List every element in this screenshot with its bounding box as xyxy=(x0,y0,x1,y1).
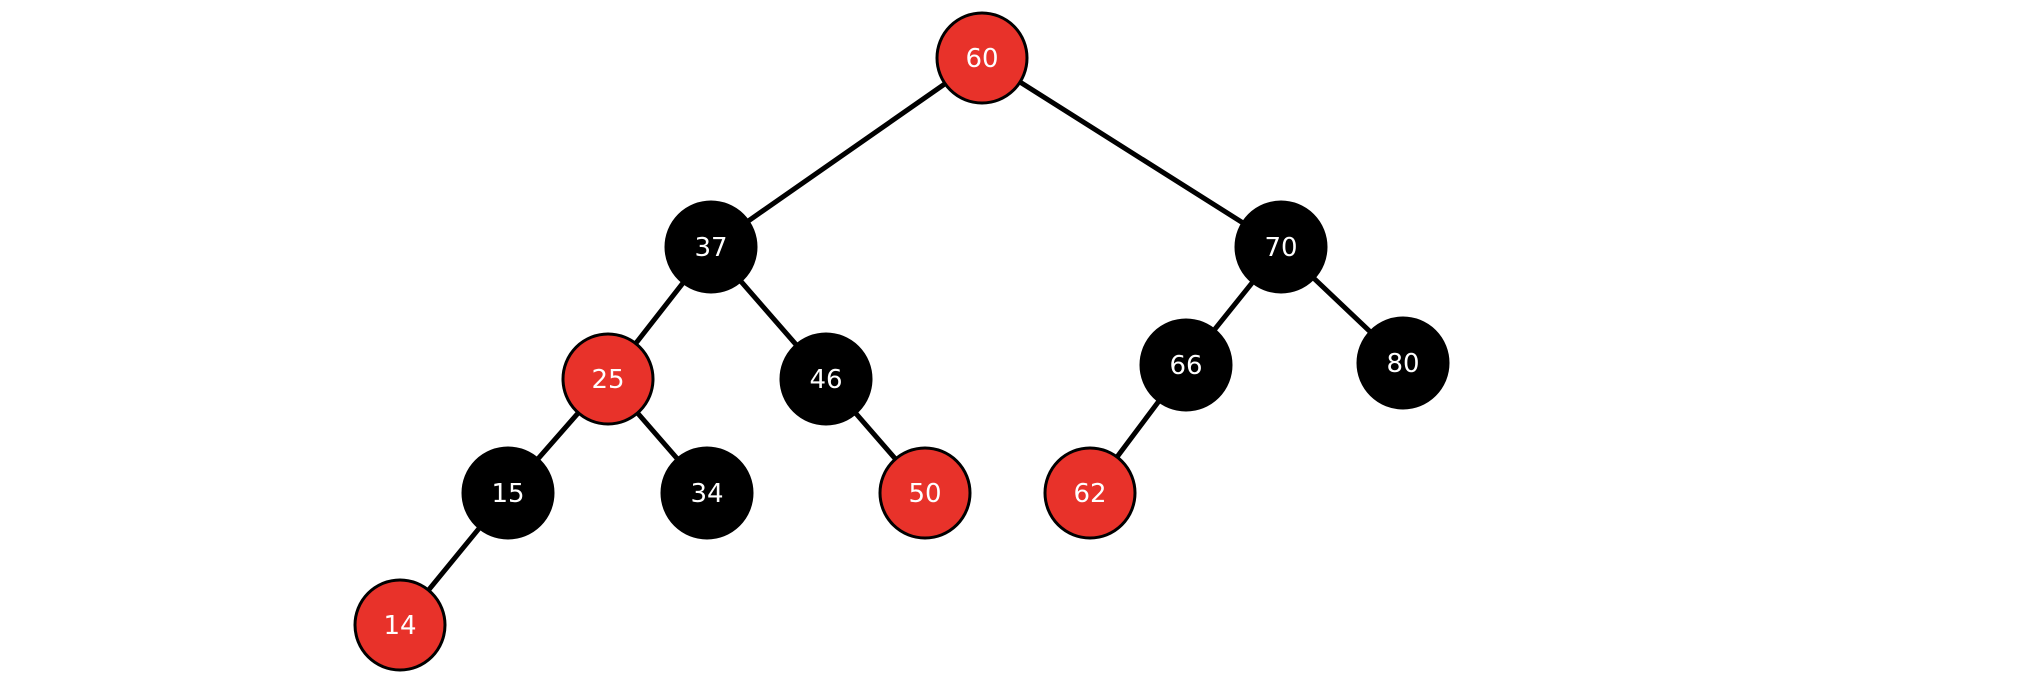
node-circle-15[interactable] xyxy=(461,446,555,540)
node-circle-66[interactable] xyxy=(1139,318,1233,412)
tree-node-15[interactable]: 15 xyxy=(461,446,555,540)
tree-node-70[interactable]: 70 xyxy=(1234,200,1328,294)
tree-edge-25-15 xyxy=(533,408,583,464)
node-circle-80[interactable] xyxy=(1356,316,1450,410)
tree-node-80[interactable]: 80 xyxy=(1356,316,1450,410)
node-circle-46[interactable] xyxy=(779,332,873,426)
tree-node-25[interactable]: 25 xyxy=(561,332,655,426)
tree-edge-70-66 xyxy=(1210,277,1257,335)
node-circle-70[interactable] xyxy=(1234,200,1328,294)
tree-edge-66-62 xyxy=(1113,396,1163,462)
tree-node-37[interactable]: 37 xyxy=(664,200,758,294)
tree-edge-37-46 xyxy=(736,276,801,350)
node-circle-14[interactable] xyxy=(353,578,447,672)
tree-edge-15-14 xyxy=(424,523,484,595)
node-circle-25[interactable] xyxy=(561,332,655,426)
tree-edge-37-25 xyxy=(631,278,688,348)
node-circle-60[interactable] xyxy=(935,11,1029,105)
tree-node-62[interactable]: 62 xyxy=(1043,446,1137,540)
node-circle-37[interactable] xyxy=(664,200,758,294)
tree-edge-60-37 xyxy=(743,80,950,225)
node-circle-34[interactable] xyxy=(660,446,754,540)
tree-node-14[interactable]: 14 xyxy=(353,578,447,672)
tree-node-50[interactable]: 50 xyxy=(878,446,972,540)
tree-node-60[interactable]: 60 xyxy=(935,11,1029,105)
tree-node-46[interactable]: 46 xyxy=(779,332,873,426)
tree-edge-46-50 xyxy=(851,408,900,464)
node-circle-62[interactable] xyxy=(1043,446,1137,540)
tree-edge-70-80 xyxy=(1309,274,1375,336)
tree-edges-layer xyxy=(424,78,1375,595)
node-circle-50[interactable] xyxy=(878,446,972,540)
tree-node-34[interactable]: 34 xyxy=(660,446,754,540)
tree-node-66[interactable]: 66 xyxy=(1139,318,1233,412)
tree-edge-60-70 xyxy=(1015,78,1248,227)
tree-edge-25-34 xyxy=(633,408,682,464)
